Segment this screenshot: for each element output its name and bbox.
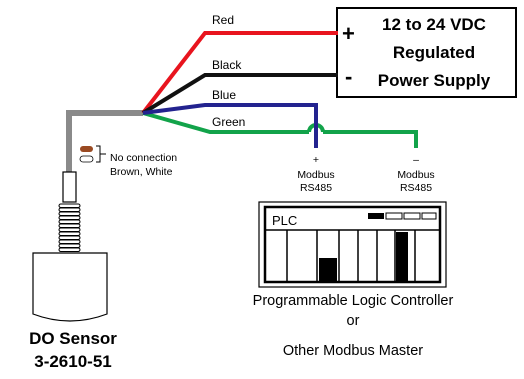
plc-caption-3: Other Modbus Master (283, 343, 423, 359)
spring-coil (58, 243, 81, 248)
modbus-minus-line2: RS485 (400, 182, 432, 194)
plc-module-block (396, 232, 408, 282)
red-wire (141, 31, 338, 115)
modbus-plus-sign: + (313, 154, 319, 166)
modbus-plus-line2: RS485 (300, 182, 332, 194)
modbus-minus-sign: – (413, 154, 419, 166)
spring-coil (58, 247, 81, 252)
white-wire-stub (79, 155, 94, 163)
green-wire-tail (323, 130, 418, 148)
spring-coil (58, 215, 81, 220)
black-wire (141, 73, 338, 115)
spring-coil (58, 223, 81, 228)
blue-wire (142, 103, 318, 148)
plc-indicator-2 (385, 212, 403, 220)
spring-coil (58, 231, 81, 236)
power-supply-box (336, 7, 517, 98)
plc-unit: PLC (258, 201, 447, 288)
psu-line-2: Regulated (393, 43, 475, 62)
plc-indicator-4 (421, 212, 437, 220)
psu-line-3: Power Supply (378, 71, 491, 90)
modbus-plus-line1: Modbus (297, 169, 334, 181)
green-wire-label: Green (212, 115, 245, 129)
spring-coil (58, 207, 81, 212)
spring-coil (58, 239, 81, 244)
plc-module-block (319, 258, 337, 282)
modbus-minus-line1: Modbus (397, 169, 434, 181)
red-wire-label: Red (212, 13, 234, 27)
sensor-name: DO Sensor (29, 329, 117, 348)
plc-caption-1: Programmable Logic Controller (253, 293, 454, 309)
spring-coil (58, 227, 81, 232)
no-connection-bracket (96, 145, 106, 163)
psu-plus-sign: + (342, 21, 355, 46)
sensor-cable (66, 110, 143, 172)
plc-label: PLC (272, 213, 297, 228)
spring-coil (58, 203, 81, 208)
no-connection-label: No connection (110, 152, 177, 164)
sensor-strain-relief (62, 171, 77, 203)
plc-indicator-1 (368, 213, 384, 219)
brown-wire-stub (80, 146, 93, 152)
no-connection-colors: Brown, White (110, 166, 173, 178)
psu-line-1: 12 to 24 VDC (382, 15, 486, 34)
green-wire (142, 111, 309, 134)
sensor-spring (58, 203, 81, 252)
sensor-body (32, 252, 108, 322)
sensor-part-number: 3-2610-51 (34, 352, 112, 371)
blue-wire-label: Blue (212, 88, 236, 102)
spring-coil (58, 219, 81, 224)
psu-minus-sign: - (345, 64, 352, 89)
do-sensor (32, 171, 108, 322)
plc-caption-2: or (347, 313, 360, 329)
spring-coil (58, 211, 81, 216)
spring-coil (58, 235, 81, 240)
plc-indicator-3 (403, 212, 421, 220)
black-wire-label: Black (212, 58, 242, 72)
